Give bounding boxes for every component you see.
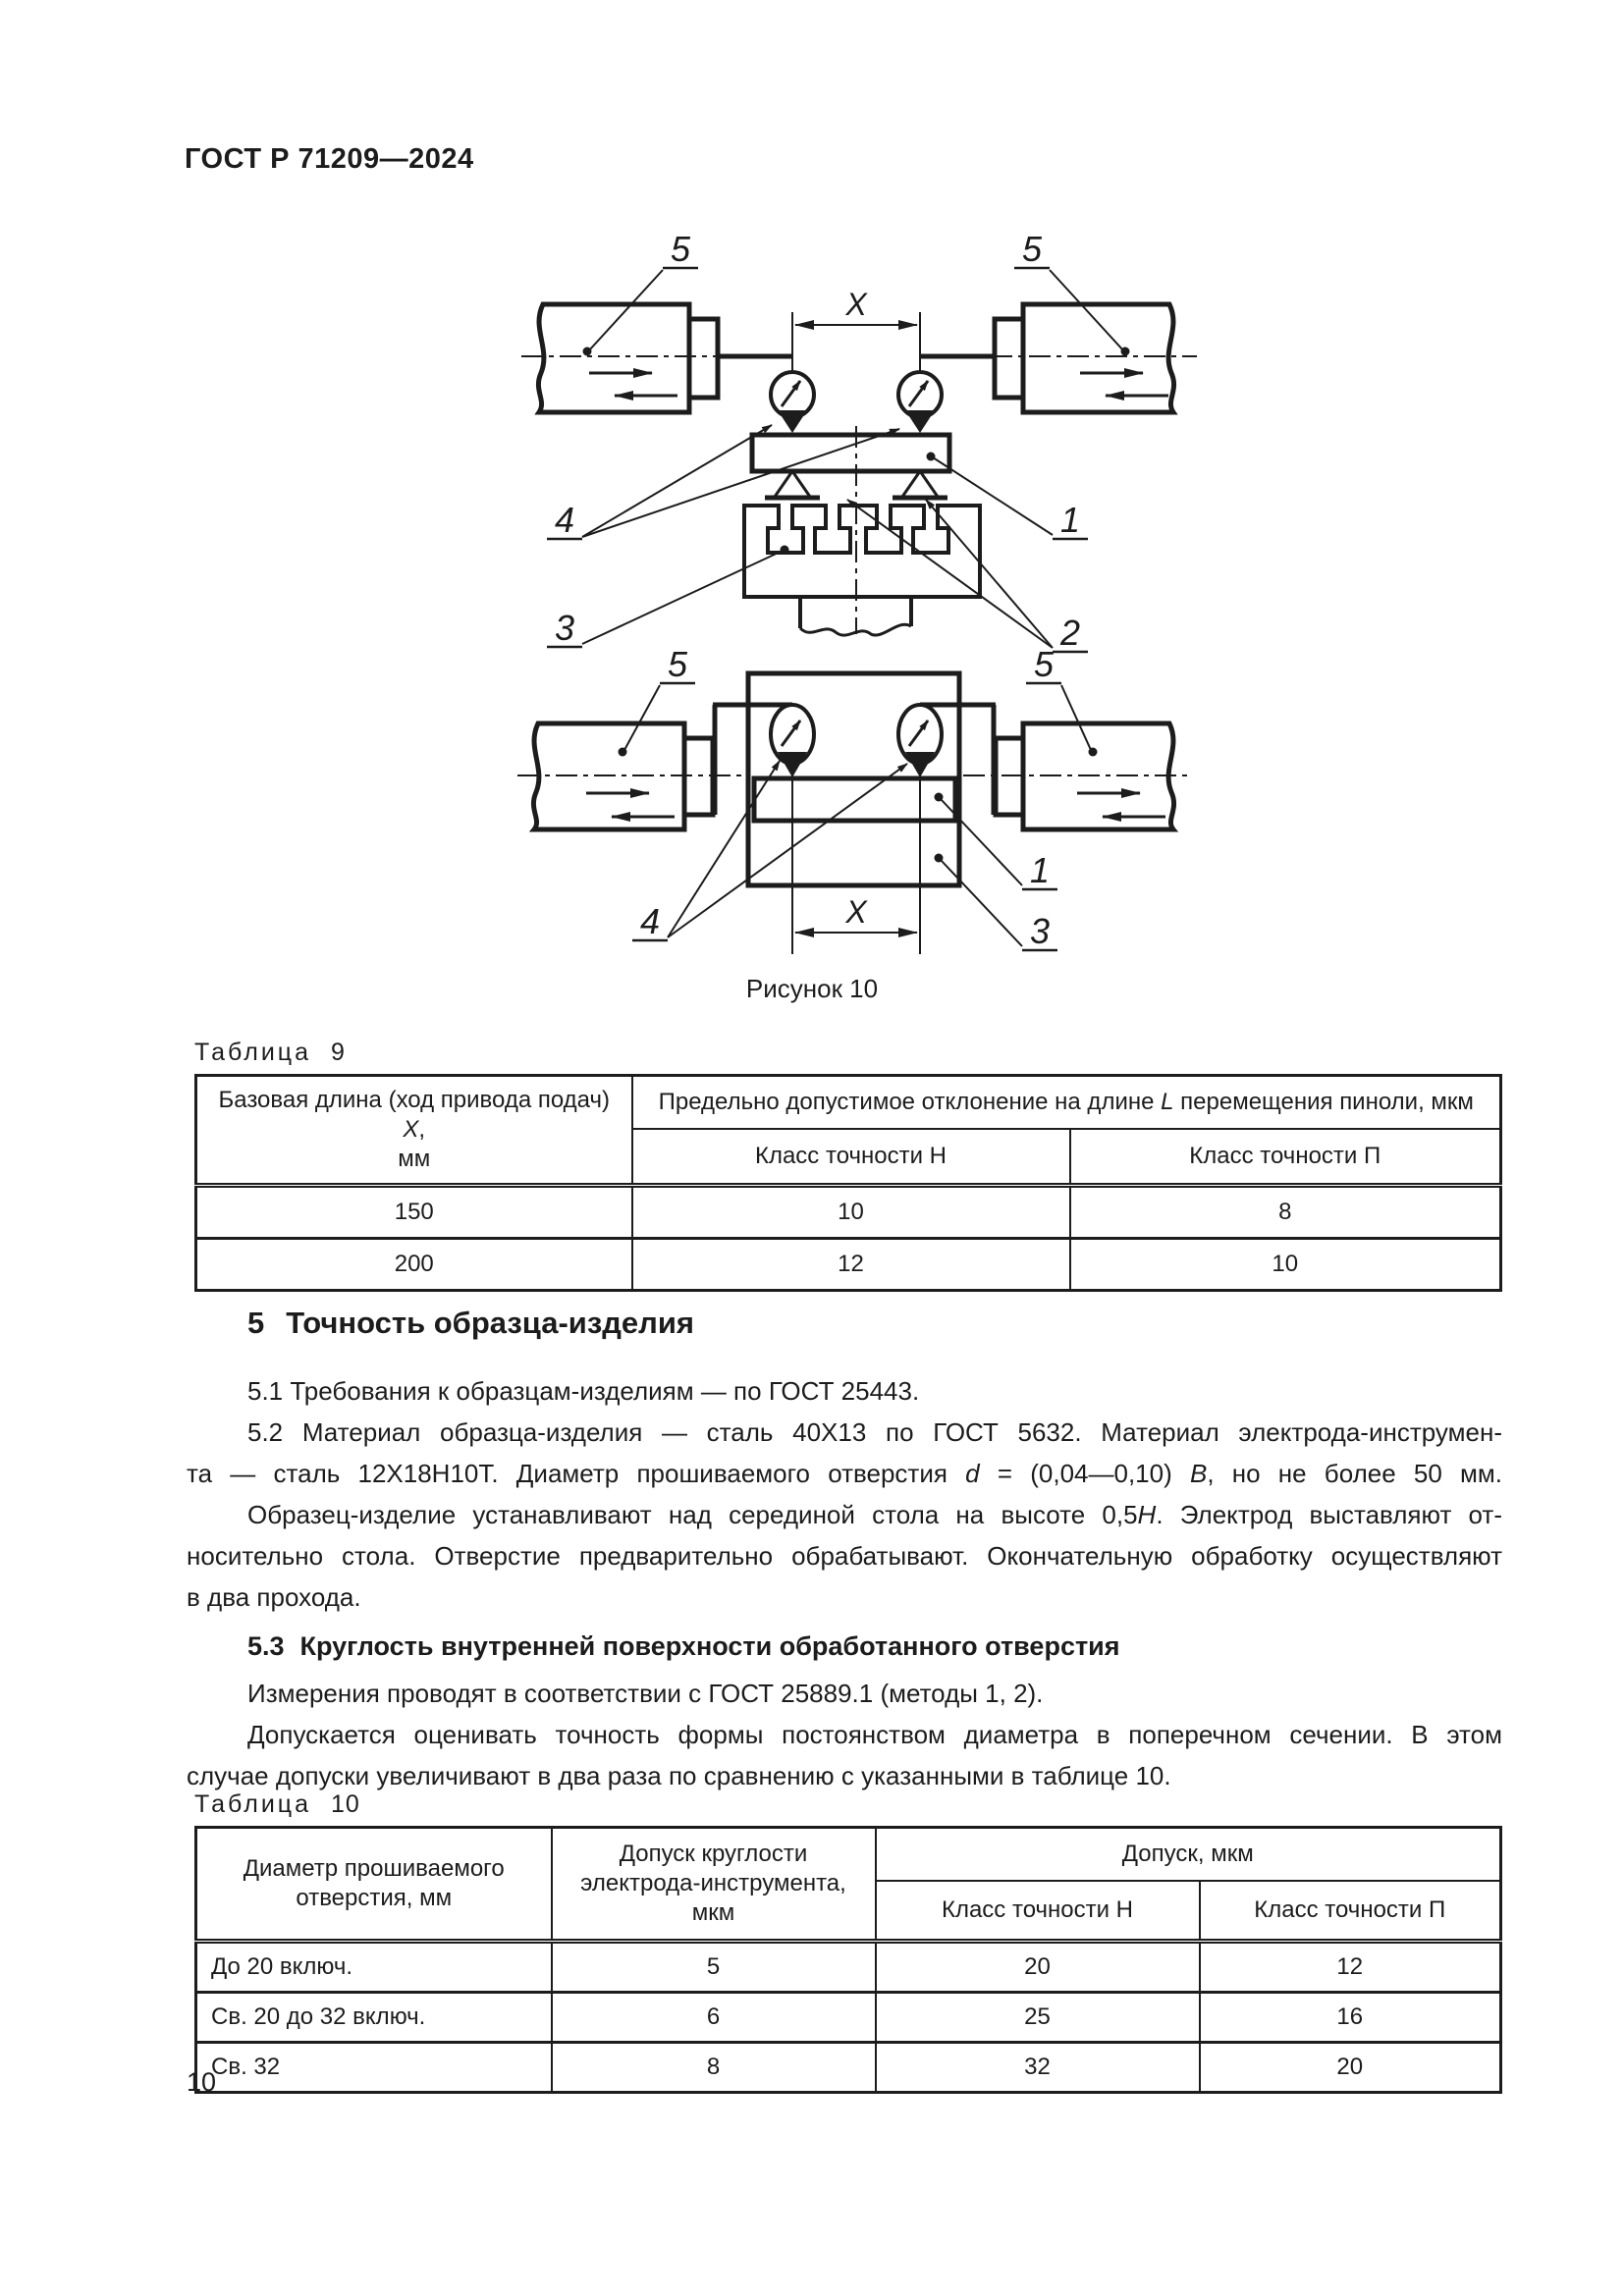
dimension-x-label: X (844, 287, 868, 322)
pinole-left (686, 316, 721, 400)
paragraph-5-2b-line2: носительно стола. Отверстие предваритель… (187, 1541, 1502, 1571)
paragraph-5-2b-line3: в два прохода. (187, 1582, 361, 1612)
label-indicators: 4 (555, 500, 574, 540)
label-spindle-right: 5 (1022, 229, 1043, 269)
table10-col2-header: Допуск круглости электрода-инструмента, … (550, 1826, 877, 1944)
spindle-head-left (534, 301, 692, 415)
label-table: 3 (1030, 911, 1050, 951)
machine-table (742, 504, 982, 599)
standard-code: ГОСТ Р 71209—2024 (185, 143, 474, 175)
paragraph-5-2-line1: 5.2 Материал образца-изделия — сталь 40Х… (247, 1417, 1502, 1447)
paragraph-5-2-line2: та — сталь 12Х18Н10Т. Диаметр прошиваемо… (187, 1459, 1502, 1488)
label-spindle-left: 5 (668, 644, 688, 684)
table-row: 150 10 8 (194, 1184, 1502, 1240)
table9-subheader-n: Класс точности Н (630, 1128, 1071, 1188)
workpiece-bar (751, 775, 958, 824)
table10-subheader-p: Класс точности П (1198, 1880, 1502, 1944)
table10-subheader-n: Класс точности Н (874, 1880, 1201, 1944)
label-spindle-right: 5 (1034, 644, 1055, 684)
label-workpiece: 1 (1060, 500, 1080, 540)
figure-caption: Рисунок 10 (745, 974, 879, 1003)
spindle-head-right (1020, 301, 1178, 415)
paragraph-5-2b-line1: Образец-изделие устанавливают над середи… (247, 1500, 1502, 1529)
table-row: Св. 32 8 32 20 (194, 2041, 1502, 2094)
table-row: До 20 включ. 5 20 12 (194, 1940, 1502, 1994)
label-indicators: 4 (640, 901, 660, 941)
table9-title: Таблица 9 (194, 1039, 346, 1066)
table-row: 200 12 10 (194, 1237, 1502, 1292)
label-supports: 2 (1059, 613, 1080, 653)
dimension-x-label: X (844, 894, 868, 930)
pinole-right (992, 316, 1026, 400)
table10-title: Таблица 10 (194, 1790, 360, 1818)
support-right (900, 468, 940, 498)
label-spindle-left: 5 (671, 229, 691, 269)
figure-plan-view: 5 5 X 4 1 3 (517, 644, 1191, 954)
column-break-edge (798, 622, 912, 637)
workpiece-bar (749, 432, 952, 474)
paragraph-izm: Измерения проводят в соответствии с ГОСТ… (247, 1679, 1044, 1708)
table10: Диаметр прошиваемого отверстия, мм Допус… (194, 1826, 1502, 2094)
label-workpiece: 1 (1030, 850, 1050, 890)
table9: Базовая длина (ход привода подач) X, мм … (194, 1074, 1503, 1292)
table9-col1-header: Базовая длина (ход привода подач) X, мм (194, 1074, 633, 1188)
paragraph-dop-line2: случае допуски увеличивают в два раза по… (187, 1761, 1171, 1790)
support-left (773, 468, 812, 498)
table9-subheader-p: Класс точности П (1068, 1128, 1502, 1188)
paragraph-dop-line1: Допускается оценивать точность формы пос… (247, 1720, 1502, 1749)
table9-span-header: Предельно допустимое отклонение на длине… (630, 1074, 1502, 1130)
figure-side-view: 5 5 X 4 1 3 2 (521, 229, 1197, 654)
table10-span-header: Допуск, мкм (874, 1826, 1502, 1882)
page-number: 10 (187, 2067, 217, 2097)
table10-col1-header: Диаметр прошиваемого отверстия, мм (194, 1826, 553, 1944)
table-row: Св. 20 до 32 включ. 6 25 16 (194, 1991, 1502, 2044)
paragraph-5-1: 5.1 Требования к образцам-изделиям — по … (247, 1376, 920, 1406)
label-table: 3 (555, 608, 574, 648)
